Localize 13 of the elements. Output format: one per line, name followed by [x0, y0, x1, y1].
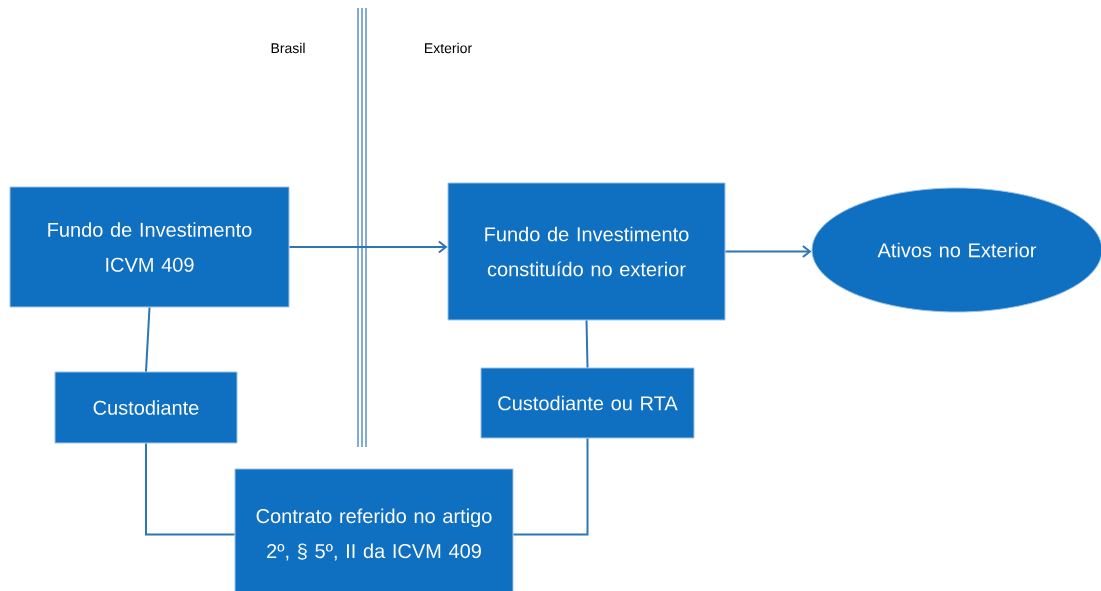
- connector-line: [585, 319, 589, 369]
- process-box: Fundo de Investimento ICVM 409: [9, 186, 290, 308]
- region-label: Exterior: [425, 42, 472, 54]
- connector-line: [145, 306, 151, 373]
- process-box: Fundo de Investimento constituído no exterior: [447, 182, 726, 321]
- arrow: [724, 245, 812, 258]
- connector-line: [145, 442, 236, 536]
- process-box: Contrato referido no artigo 2º, § 5º, II da ICVM 409: [234, 468, 514, 591]
- region-label: Brasil: [271, 42, 305, 54]
- process-box: Custodiante ou RTA: [480, 367, 695, 439]
- connector-line: [512, 437, 589, 536]
- arrow: [288, 240, 448, 254]
- process-box: Custodiante: [54, 371, 238, 444]
